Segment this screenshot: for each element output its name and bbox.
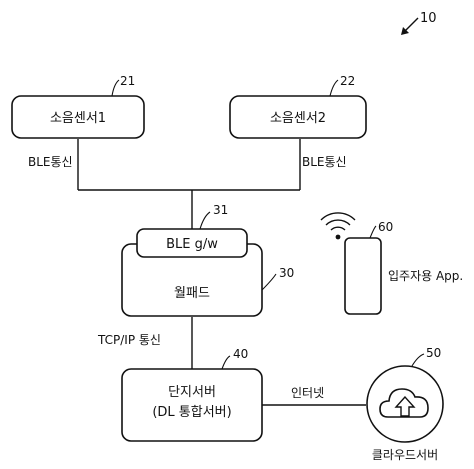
wall-pad-ref: 30 <box>279 266 294 280</box>
complex-server-ref: 40 <box>233 347 248 361</box>
noise-sensor-1-ref: 21 <box>120 74 135 88</box>
noise-sensor-2: 소음센서2 22 <box>229 74 367 139</box>
complex-server-label-2: (DL 통합서버) <box>152 405 231 420</box>
phone-ref: 60 <box>378 220 393 234</box>
complex-server-label-1: 단지서버 <box>168 385 216 400</box>
resident-phone: 60 입주자용 App. <box>320 212 463 315</box>
cloud-server-label: 클라우드서버 <box>372 448 438 462</box>
wifi-signal-icon <box>320 212 356 240</box>
phone-leader <box>369 225 377 239</box>
noise-sensor-1-label: 소음센서1 <box>50 111 106 126</box>
cloud-server-ref: 50 <box>426 346 441 360</box>
ble-comm-label-left: BLE통신 <box>28 155 73 169</box>
cloud-upload-icon <box>379 388 429 418</box>
reference-arrow-icon <box>401 17 419 35</box>
connection-lines <box>77 139 366 406</box>
phone-body <box>344 237 382 315</box>
noise-sensor-2-ref: 22 <box>340 74 355 88</box>
wall-pad: 월패드 30 <box>121 243 294 317</box>
ble-comm-label-right: BLE통신 <box>302 155 347 169</box>
ble-gateway-label: BLE g/w <box>166 237 218 252</box>
complex-server: 단지서버 (DL 통합서버) 40 <box>121 347 263 442</box>
complex-server-leader <box>221 355 231 370</box>
figure-ref-label: 10 <box>420 11 437 26</box>
cloud-server: 50 클라우드서버 <box>366 346 444 462</box>
tcpip-label: TCP/IP 통신 <box>97 333 161 347</box>
internet-label: 인터넷 <box>291 386 324 400</box>
noise-sensor-1: 소음센서1 21 <box>11 74 145 139</box>
figure-reference: 10 <box>401 11 437 35</box>
noise-sensor-2-leader <box>329 79 339 97</box>
ble-gateway-leader <box>199 211 211 230</box>
noise-sensor-1-leader <box>111 79 120 97</box>
ble-gateway: BLE g/w 31 <box>136 203 248 258</box>
noise-sensor-2-label: 소음센서2 <box>270 111 326 126</box>
resident-app-label: 입주자용 App. <box>388 269 463 283</box>
ble-gateway-ref: 31 <box>213 203 228 217</box>
wall-pad-label: 월패드 <box>174 286 210 301</box>
cloud-server-leader <box>411 353 425 367</box>
wall-pad-leader <box>261 273 277 291</box>
